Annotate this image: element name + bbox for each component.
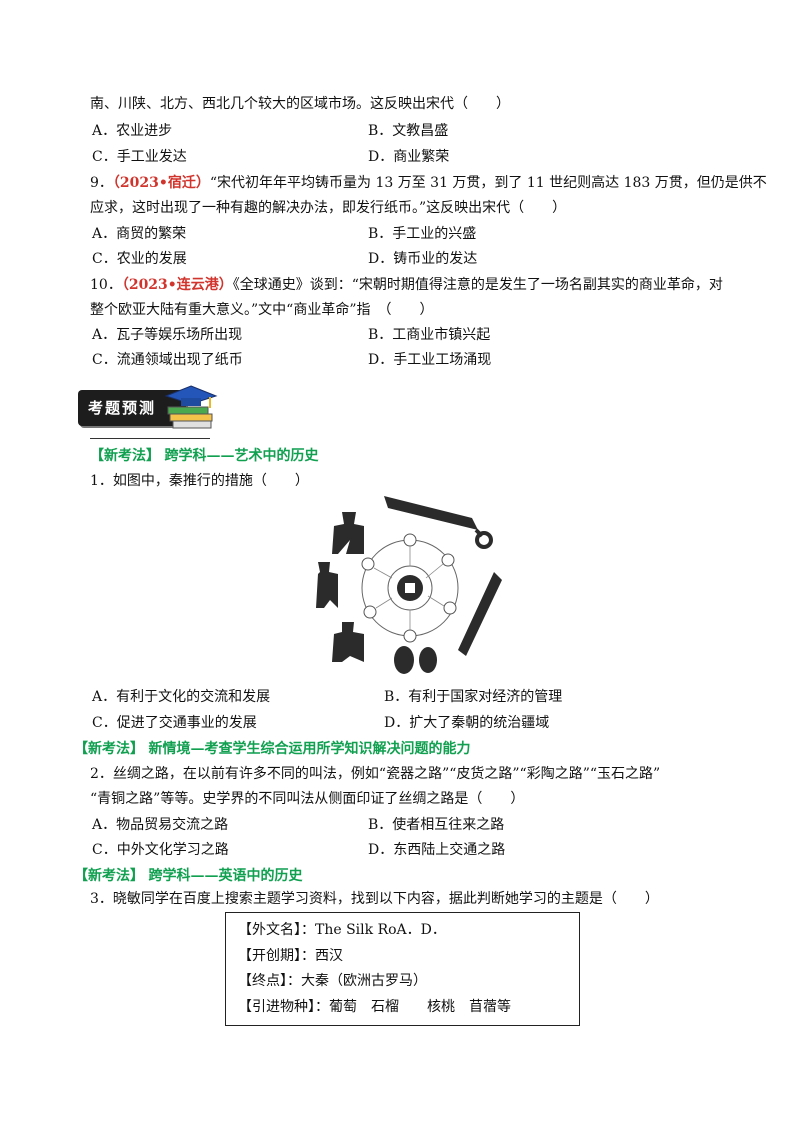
section1-tag: 【新考法】 [90,448,160,464]
q8-option-b: B．文教昌盛 [368,123,449,139]
s2-question-line1: 2．丝绸之路，在以前有许多不同的叫法，例如“瓷器之路”“皮货之路”“彩陶之路”“… [90,766,661,782]
q8-stem: 南、川陕、北方、西北几个较大的区域市场。这反映出宋代（ ） [90,96,510,112]
q10-stem-line1: 10．（2023•连云港）《全球通史》谈到：“宋朝时期值得注意的是发生了一场名副… [90,275,723,295]
spade-coin-left-mid [316,562,338,608]
q9-number: 9． [90,175,113,191]
q9-option-a: A．商贸的繁荣 [92,226,187,242]
knife-coin-top [384,496,478,530]
info-row-founding-period: 【开创期】：西汉 [238,948,343,964]
knife-coin-top-ring [475,531,493,549]
s1-option-d: D．扩大了秦朝的统治疆域 [384,715,550,731]
q10-text: 《全球通史》谈到：“宋朝时期值得注意的是发生了一场名副其实的商业革命，对 [232,277,723,293]
info-row-foreign-name: 【外文名】：The Silk RoA．D． [238,922,446,938]
q8-option-c: C．手工业发达 [92,149,187,165]
q10-stem-line2: 整个欧亚大陆有重大意义。”文中“商业革命”指 （ ） [90,302,434,318]
q9-text: “宋代初年年平均铸币量为 13 万至 31 万贯，到了 11 世纪则高达 183… [209,175,767,191]
info-row-introduced-species: 【引进物种】：葡萄 石榴 核桃 苜蓿等 [238,999,511,1015]
section3-heading: 【新考法】 跨学科——英语中的历史 [74,866,302,886]
q10-option-a: A．瓦子等娱乐场所出现 [92,327,243,343]
q9-stem-line1: 9．（2023•宿迁）“宋代初年年平均铸币量为 13 万至 31 万贯，到了 1… [90,173,767,193]
q9-source-tag: （2023•宿迁） [112,175,210,191]
section3-title: 跨学科——英语中的历史 [148,868,303,884]
s3-question: 3．晓敏同学在百度上搜索主题学习资料，找到以下内容，据此判断她学习的主题是（ ） [90,891,659,907]
s2-option-b: B．使者相互往来之路 [368,817,505,833]
silk-road-info-box: 【外文名】：The Silk RoA．D． 【开创期】：西汉 【终点】：大秦（欧… [225,912,580,1026]
info-row-endpoint: 【终点】：大秦（欧洲古罗马） [238,973,427,989]
s1-option-c: C．促进了交通事业的发展 [92,715,257,731]
s2-option-a: A．物品贸易交流之路 [92,817,229,833]
banner-label: 考题预测 [88,399,157,417]
section1-title: 跨学科——艺术中的历史 [164,448,319,464]
s1-option-b: B．有利于国家对经济的管理 [384,689,563,705]
q10-option-b: B．工商业市镇兴起 [368,327,491,343]
s1-option-a: A．有利于文化的交流和发展 [92,689,271,705]
banner-divider [90,438,210,439]
s1-question: 1．如图中，秦推行的措施（ ） [90,473,309,489]
section1-heading: 【新考法】 跨学科——艺术中的历史 [90,446,318,466]
s2-question-line2: “青铜之路”等等。史学界的不同叫法从侧面印证了丝绸之路是（ ） [90,791,525,807]
spade-coin-left-top [332,512,364,554]
qin-currency-figure [316,496,502,674]
q10-option-d: D．手工业工场涌现 [368,352,492,368]
q9-option-d: D．铸币业的发达 [368,251,478,267]
q10-number: 10． [90,277,122,293]
exam-forecast-banner: 考题预测 [78,384,218,434]
bean-coin-1 [394,646,414,674]
q9-stem-line2: 应求，这时出现了一种有趣的解决办法，即发行纸币。”这反映出宋代（ ） [90,200,567,216]
section3-tag: 【新考法】 [74,868,144,884]
q10-option-c: C．流通领域出现了纸币 [92,352,243,368]
s2-option-c: C．中外文化学习之路 [92,842,229,858]
q8-option-a: A．农业进步 [92,123,173,139]
spade-coin-left-bottom [332,622,364,662]
section2-heading: 【新考法】 新情境—考查学生综合运用所学知识解决问题的能力 [74,739,470,759]
q8-option-d: D．商业繁荣 [368,149,450,165]
section2-tag: 【新考法】 [74,741,144,757]
q10-source-tag: （2023•连云港） [121,277,233,293]
knife-coin-right [458,572,502,656]
books-mortarboard-icon [164,385,218,429]
section2-title: 新情境—考查学生综合运用所学知识解决问题的能力 [148,741,471,757]
q9-option-c: C．农业的发展 [92,251,187,267]
s2-option-d: D．东西陆上交通之路 [368,842,506,858]
bean-coin-2 [419,647,437,673]
q9-option-b: B．手工业的兴盛 [368,226,477,242]
